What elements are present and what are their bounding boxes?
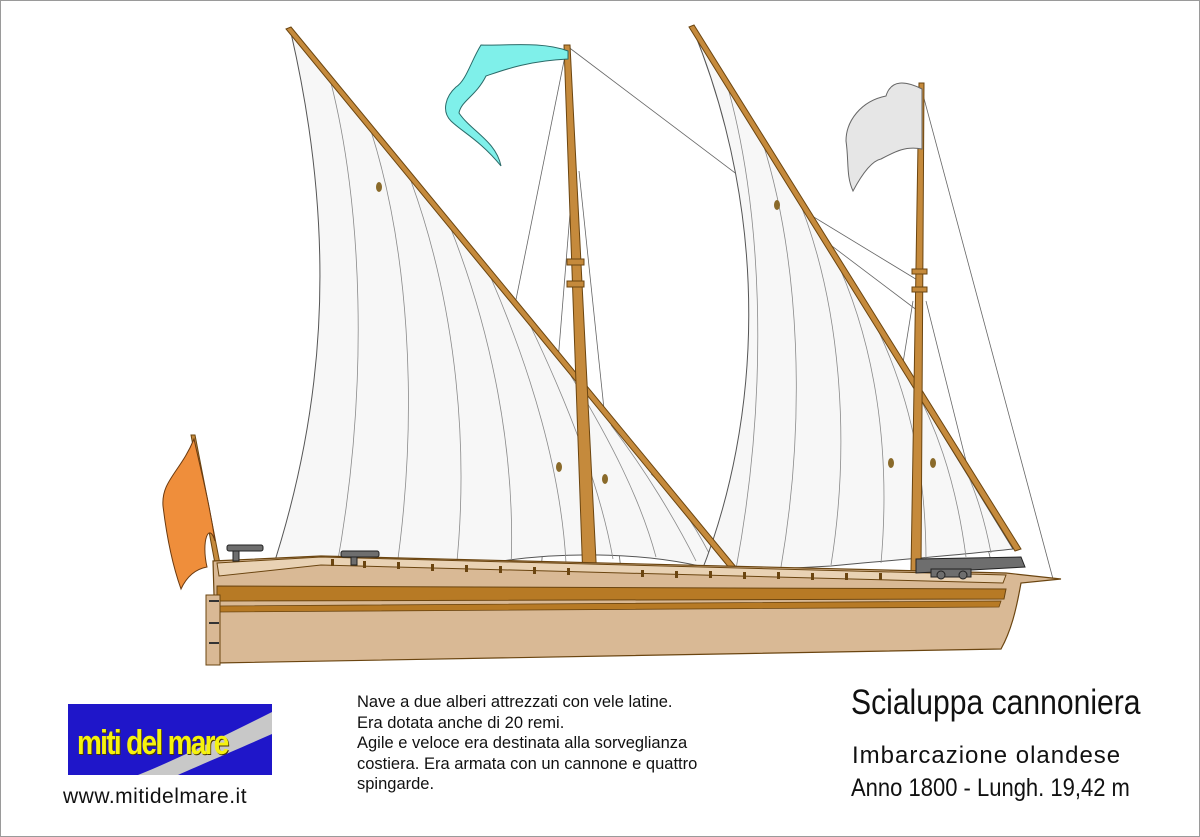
subtitle: Imbarcazione olandese xyxy=(852,742,1122,769)
bow-cannon xyxy=(915,556,1026,580)
description: Nave a due alberi attrezzati con vele la… xyxy=(357,692,777,795)
page-title: Scialuppa cannoniera xyxy=(851,683,1141,722)
hull xyxy=(205,555,1062,666)
logo-swoosh xyxy=(138,712,272,775)
fore-yard xyxy=(688,24,1022,552)
fore-pennant xyxy=(845,82,923,193)
main-pennant xyxy=(445,44,569,167)
logo-text: miti del mare xyxy=(77,724,229,762)
ship-drawing xyxy=(162,24,1062,666)
description-line: Agile e veloce era destinata alla sorveg… xyxy=(357,734,688,752)
description-line: spingarde. xyxy=(357,775,435,793)
main-sail xyxy=(270,32,738,578)
specs: Anno 1800 - Lungh. 19,42 m xyxy=(851,774,1130,802)
description-line: Era dotata anche di 20 remi. xyxy=(357,713,565,732)
swivel-guns xyxy=(226,544,380,566)
fore-sail xyxy=(692,28,1014,574)
stern-flag xyxy=(162,437,216,591)
description-line: Nave a due alberi attrezzati con vele la… xyxy=(357,693,673,711)
logo[interactable]: miti del mare xyxy=(68,704,272,775)
website-link[interactable]: www.mitidelmare.it xyxy=(63,785,248,808)
main-mast xyxy=(563,44,598,582)
description-line: costiera. Era armata con un cannone e qu… xyxy=(357,754,698,773)
